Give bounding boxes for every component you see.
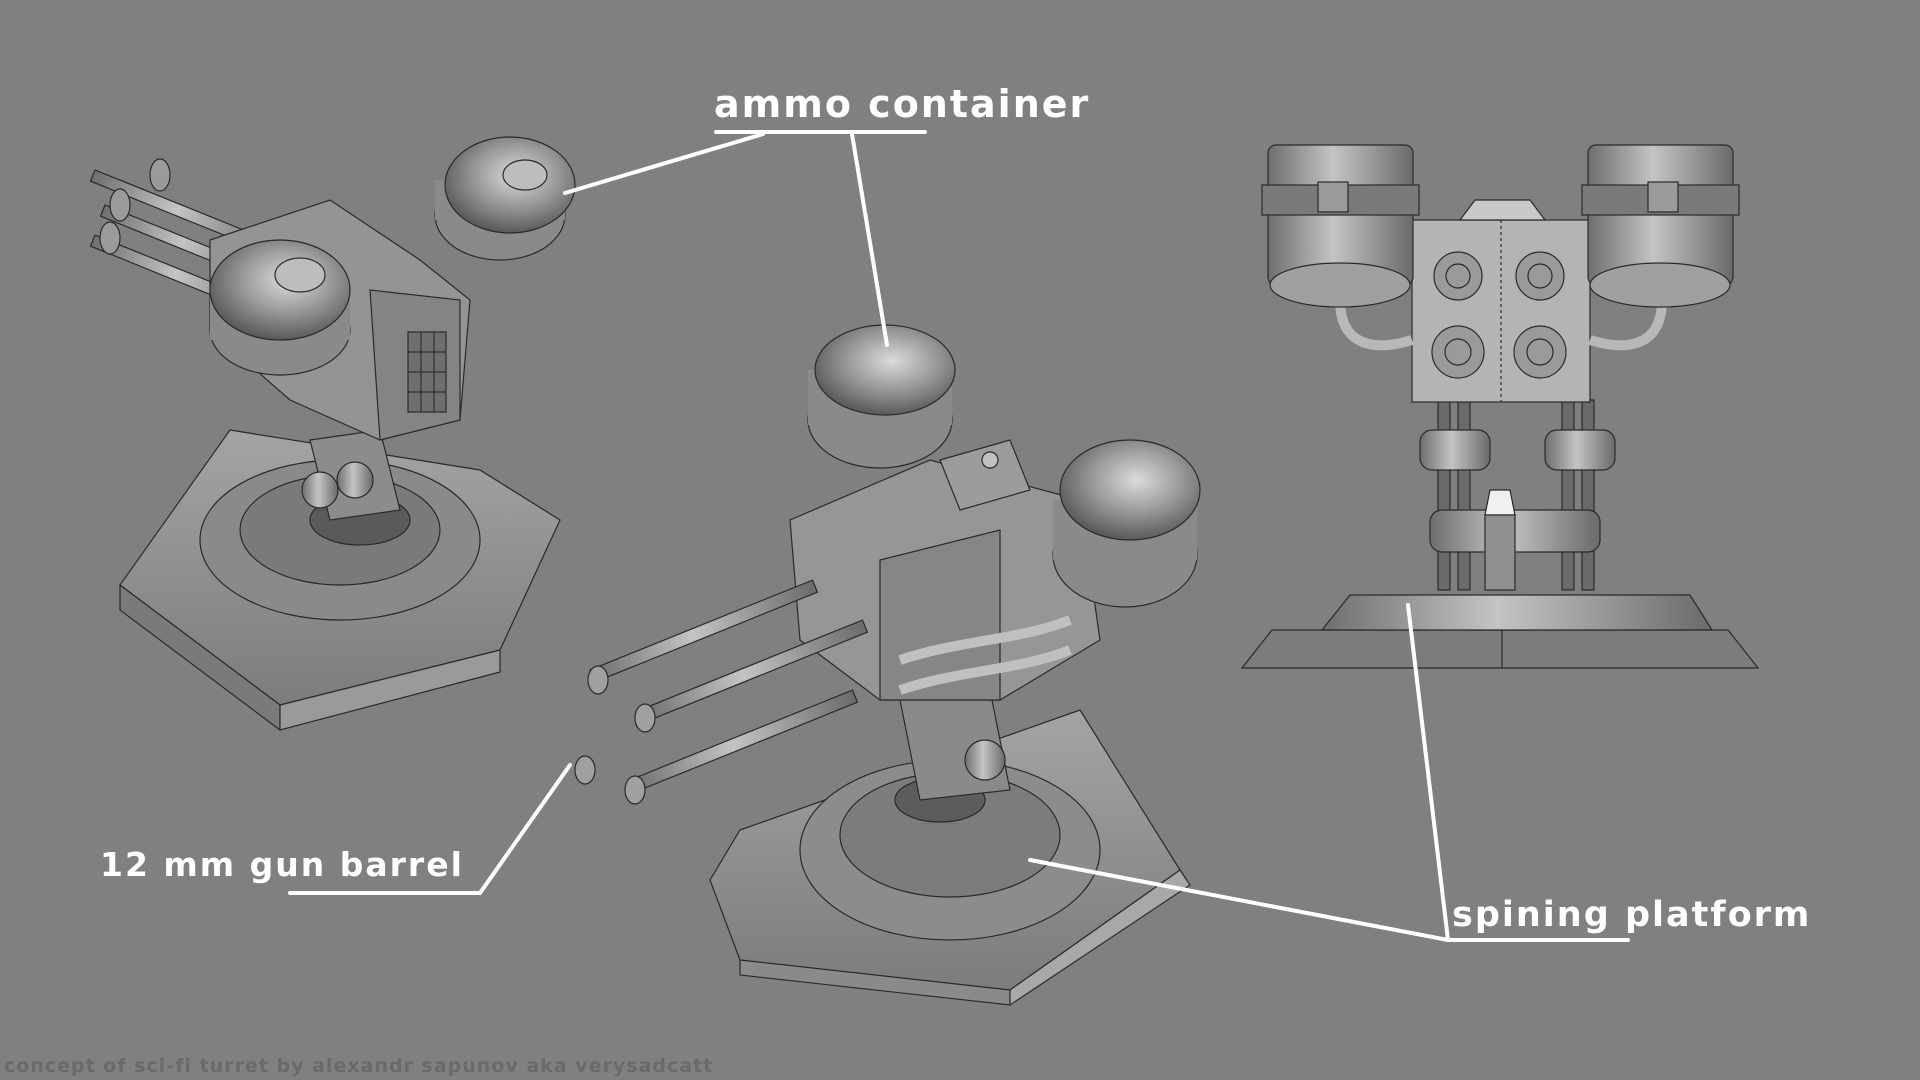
author-credit: concept of sci-fi turret by alexandr sap…: [4, 1055, 714, 1077]
callout-lines: [288, 130, 1630, 942]
turret-left-view: [89, 136, 576, 732]
turret-center-view: [574, 324, 1201, 1007]
turret-front-view: [1240, 144, 1760, 669]
callout-ammo-container: ammo container: [714, 82, 1091, 126]
callout-gun-barrel: 12 mm gun barrel: [100, 845, 464, 884]
callout-spinning-platform: spining platform: [1452, 895, 1812, 935]
